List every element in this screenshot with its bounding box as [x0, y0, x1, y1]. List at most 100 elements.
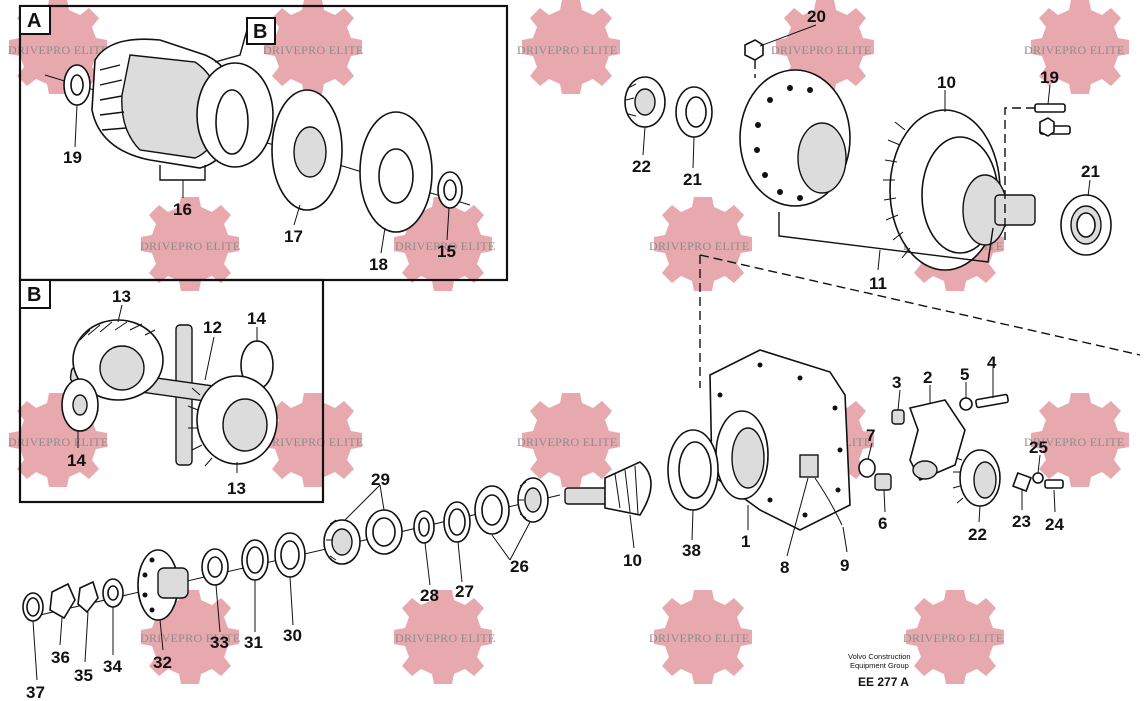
leader-12 [204, 336, 215, 381]
bush-3 [891, 409, 905, 425]
part-number-13-top: 13 [112, 287, 131, 306]
leader-26 [491, 521, 531, 561]
watermark-text: DRIVEPRO ELITE [8, 435, 109, 449]
dashed-link-11 [699, 254, 1141, 356]
washer-25 [1032, 472, 1044, 484]
leader-25 [1037, 454, 1041, 474]
lock-plate-36 [49, 582, 76, 620]
leader-20 [759, 24, 817, 47]
part-number-22-bottom: 22 [968, 525, 987, 544]
part-number-11: 11 [869, 274, 887, 293]
lock-plate-23 [1012, 472, 1032, 492]
part-number-31: 31 [244, 633, 263, 652]
part-number-3: 3 [892, 373, 901, 392]
watermark-text: DRIVEPRO ELITE [263, 43, 364, 57]
axle-housing-1 [709, 349, 851, 531]
detail-box-a: A B 19 [18, 4, 509, 282]
detail-box-b: B 13 12 14 14 13 [18, 278, 325, 504]
bolt-19 [1034, 103, 1071, 137]
part-number-19-right: 19 [1040, 68, 1059, 87]
sub-detail-b-letter: B [253, 21, 267, 43]
part-number-7: 7 [866, 426, 875, 445]
part-number-4: 4 [987, 353, 997, 372]
watermark-text: DRIVEPRO ELITE [517, 43, 618, 57]
clutch-disc-housing-b-bore [215, 89, 249, 155]
part-number-37: 37 [26, 683, 45, 701]
shim-27-bore [448, 508, 466, 536]
leader-24 [1053, 489, 1056, 513]
leader-15 [446, 207, 450, 241]
part-number-18: 18 [369, 255, 388, 274]
detail-box-b-letter: B [27, 284, 41, 306]
part-number-22-top: 22 [632, 157, 651, 176]
companion-flange-32 [137, 549, 189, 621]
part-number-32: 32 [153, 653, 172, 672]
part-number-13-bottom: 13 [227, 479, 246, 498]
watermark-text: DRIVEPRO ELITE [517, 435, 618, 449]
watermark-text: DRIVEPRO ELITE [395, 631, 496, 645]
leader-3 [897, 389, 901, 411]
part-number-8: 8 [780, 558, 789, 577]
reference-company-line2: Equipment Group [850, 661, 909, 670]
seal-33-bore [207, 556, 223, 578]
part-number-29: 29 [371, 470, 390, 489]
part-number-12: 12 [203, 318, 222, 337]
leader-32 [159, 619, 164, 651]
part-number-19: 19 [63, 148, 82, 167]
part-number-38: 38 [682, 541, 701, 560]
leader-6 [883, 489, 886, 513]
detail-box-a-tag [19, 5, 51, 35]
leader-37 [32, 620, 38, 681]
leader-30 [289, 576, 294, 626]
friction-disc-17-splines [293, 126, 327, 178]
drawing-reference: Volvo Construction Equipment Group EE 27… [848, 652, 911, 689]
leader-19 [74, 104, 78, 148]
adjusting-ring-22 [952, 449, 1001, 507]
plug-6 [874, 473, 892, 491]
part-number-10-top: 10 [937, 73, 956, 92]
leader-10-bottom [629, 514, 635, 549]
circlip-37-bore [26, 597, 40, 617]
callout-bracket-11 [778, 212, 994, 263]
ring-31-bore [246, 546, 264, 574]
part-number-21-top: 21 [683, 170, 702, 189]
bearing-cup-21-top [675, 86, 713, 138]
lock-washer-35 [77, 580, 99, 614]
part-number-35: 35 [74, 666, 93, 685]
leader-29 [344, 484, 385, 521]
watermark-text: DRIVEPRO ELITE [8, 43, 109, 57]
part-number-26: 26 [510, 557, 529, 576]
part-number-6: 6 [878, 514, 887, 533]
thrust-washer-19-bore [70, 74, 84, 96]
washer-15-bore [443, 179, 457, 201]
watermark-text: DRIVEPRO ELITE [1024, 435, 1125, 449]
leader-17 [293, 204, 301, 226]
pinion-shaft-assembly: 29 26 27 28 30 31 33 32 34 35 36 37 [22, 470, 561, 701]
sub-detail-b-leader [214, 29, 248, 63]
leader-36 [59, 617, 63, 646]
leader-27 [457, 541, 463, 583]
washer-5 [959, 397, 973, 411]
part-number-21-right: 21 [1081, 162, 1100, 181]
leader-28 [424, 542, 431, 586]
leader-22-top [642, 126, 646, 156]
leader-19-right [1047, 84, 1051, 105]
bearing-29 [323, 509, 403, 565]
reference-code: EE 277 A [858, 675, 909, 689]
nut-34-bore [107, 585, 119, 601]
detail-box-b-frame [18, 278, 325, 504]
crown-wheel-10 [883, 109, 1036, 271]
part-number-17: 17 [284, 227, 303, 246]
watermark-text: DRIVEPRO ELITE [649, 239, 750, 253]
bolt-4 [975, 393, 1009, 409]
leader-9 [842, 526, 848, 553]
sub-detail-b-tag [246, 17, 276, 45]
part-number-25: 25 [1029, 438, 1048, 457]
pinion-gear-14-left-bore [72, 394, 88, 416]
part-number-15: 15 [437, 242, 456, 261]
spacer-28-bore [418, 517, 430, 537]
detail-box-a-letter: A [27, 10, 41, 32]
leader-8 [786, 477, 809, 557]
center-housing-assembly: 3 2 5 4 7 25 6 22 23 24 1 8 9 38 10 [564, 349, 1064, 577]
watermark-text: DRIVEPRO ELITE [771, 43, 872, 57]
